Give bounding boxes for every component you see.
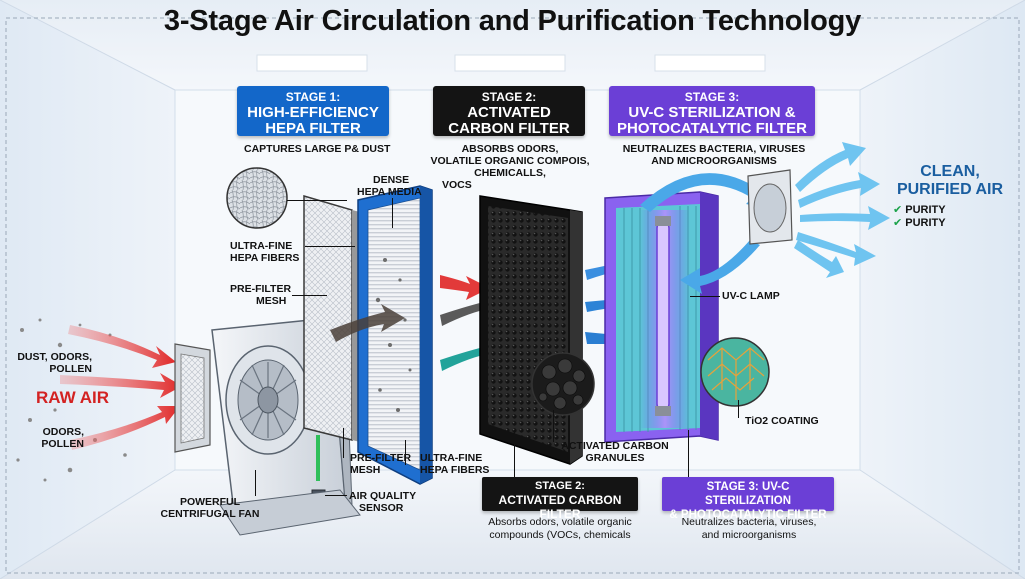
ultrafine-fibers-label: ULTRA-FINE HEPA FIBERS — [230, 240, 299, 264]
callout-text: PRE-FILTER — [230, 283, 292, 295]
stage2-number: STAGE 2: — [481, 90, 537, 104]
checkmark-icon: ✔ — [893, 217, 903, 229]
clean-air-line: CLEAN, — [920, 163, 980, 180]
bottom-stage3-line1: STAGE 3: UV-C STERILIZATION — [704, 481, 792, 507]
bottom-stage2-box: STAGE 2: ACTIVATED CARBON FILTER — [482, 477, 638, 521]
callout-text: MESH — [256, 295, 287, 307]
carbon-granules-label: ACTIVATED CARBON GRANULES — [555, 440, 675, 464]
ultrafine-fibers-label-bottom: ULTRA-FINE HEPA FIBERS — [420, 452, 489, 476]
callout-text: SENSOR — [359, 502, 404, 514]
prefilter-mesh-label-bottom: PRE-FILTER MESH — [350, 452, 411, 476]
dense-hepa-label: DENSE HEPA MEDIA — [357, 174, 422, 198]
raw-air-text: POLLEN — [41, 438, 84, 450]
clean-air-checks: ✔ PURITY ✔ PURITY — [893, 204, 946, 230]
desc-line: compounds (VOCs, chemicals — [489, 529, 631, 541]
raw-air-bottom-label: ODORS, POLLEN — [12, 426, 84, 450]
stage3-caption-line: AND MICROORGANISMS — [651, 155, 777, 167]
callout-text: POWERFUL — [179, 496, 241, 508]
bottom-stage2-line1: STAGE 2: — [535, 480, 585, 492]
desc-line: Absorbs odors, volatile organic — [488, 516, 632, 528]
callout-line — [325, 495, 347, 496]
callout-text: AIR QUALITY — [349, 490, 417, 502]
callout-text: MESH — [350, 464, 381, 476]
stage2-header: STAGE 2: ACTIVATED CARBON FILTER — [433, 86, 585, 137]
callout-text: GRANULES — [585, 452, 645, 464]
callout-line — [287, 200, 347, 201]
stage3-header: STAGE 3: UV-C STERILIZATION & PHOTOCATAL… — [609, 86, 815, 137]
stage3-title-b: PHOTOCATALYTIC FILTER — [617, 120, 807, 137]
check-text: PURITY — [905, 204, 946, 216]
desc-line: and microorganisms — [701, 529, 797, 541]
stage2-caption-line: ABSORBS ODORS, — [461, 143, 559, 155]
callout-line — [255, 470, 256, 496]
stage1-number: STAGE 1: — [285, 90, 341, 104]
stage2-caption-line: CHEMICALLS, — [474, 167, 546, 179]
raw-air-arrows — [60, 325, 182, 450]
stage1-header: STAGE 1: HIGH-EFFICIENCY HEPA FILTER — [237, 86, 389, 137]
callout-line — [738, 400, 739, 418]
stage1-caption: CAPTURES LARGE P& DUST — [244, 143, 391, 155]
stage1-title-a: HIGH-EFFICIENCY — [247, 104, 379, 121]
callout-line — [688, 430, 689, 478]
bottom-stage2-desc: Absorbs odors, volatile organic compound… — [472, 516, 648, 542]
raw-air-text: DUST, ODORS, — [17, 351, 92, 363]
callout-text: ULTRA-FINE — [420, 452, 483, 464]
stage3-title-a: UV-C STERILIZATION & — [628, 104, 796, 121]
bottom-stage3-box: STAGE 3: UV-C STERILIZATION & PHOTOCATAL… — [662, 477, 834, 521]
stage3-number: STAGE 3: — [684, 90, 740, 104]
callout-text: ACTIVATED CARBON — [561, 440, 669, 452]
stage2-caption-line: VOLATILE ORGANIC COMPOIS, — [430, 155, 590, 167]
tio2-coating-label: TiO2 COATING — [745, 415, 819, 427]
uvc-lamp-label: UV-C LAMP — [722, 290, 780, 302]
stage2-title-a: ACTIVATED — [467, 104, 551, 121]
check-item: ✔ PURITY — [893, 217, 946, 230]
check-item: ✔ PURITY — [893, 204, 946, 217]
callout-line — [392, 198, 393, 228]
stage2-caption: ABSORBS ODORS, VOLATILE ORGANIC COMPOIS,… — [430, 143, 590, 191]
callout-line — [305, 246, 355, 247]
raw-air-top-label: DUST, ODORS, POLLEN — [12, 351, 92, 375]
callout-line — [514, 430, 515, 478]
callout-line — [405, 440, 406, 465]
fan-label: POWERFUL CENTRIFUGAL FAN — [150, 496, 270, 520]
raw-air-text: POLLEN — [49, 363, 92, 375]
stage2-title-b: CARBON FILTER — [448, 120, 570, 137]
checkmark-icon: ✔ — [893, 204, 903, 216]
prefilter-mesh-label: PRE-FILTER MESH — [230, 283, 291, 307]
desc-line: Neutralizes bacteria, viruses, — [681, 516, 817, 528]
callout-line — [292, 295, 327, 296]
bottom-stage2-line2: ACTIVATED CARBON FILTER — [498, 493, 622, 521]
trapped-particles — [375, 258, 412, 412]
callout-text: HEPA FIBERS — [230, 252, 300, 264]
callout-text: DENSE — [373, 174, 410, 186]
callout-text: CENTRIFUGAL FAN — [160, 508, 260, 520]
page-title: 3-Stage Air Circulation and Purification… — [163, 5, 862, 37]
callout-line — [343, 428, 344, 458]
clean-air-heading: CLEAN, PURIFIED AIR — [890, 163, 1010, 199]
check-text: PURITY — [905, 217, 946, 229]
callout-line — [553, 410, 554, 442]
raw-air-text: ODORS, — [42, 426, 84, 438]
air-quality-sensor-label: AIR QUALITY SENSOR — [349, 490, 416, 514]
raw-air-label: RAW AIR — [36, 388, 110, 407]
stage3-caption: NEUTRALIZES BACTERIA, VIRUSES AND MICROO… — [604, 143, 824, 167]
callout-line — [690, 296, 720, 297]
bottom-stage3-desc: Neutralizes bacteria, viruses, and micro… — [664, 516, 834, 542]
stage2-caption-line: VOCs — [442, 179, 472, 191]
stage3-caption-line: NEUTRALIZES BACTERIA, VIRUSES — [622, 143, 806, 155]
stage1-title-b: HEPA FILTER — [265, 120, 361, 137]
callout-text: ULTRA-FINE — [230, 240, 293, 252]
callout-text: HEPA MEDIA — [357, 186, 422, 198]
clean-air-line: PURIFIED AIR — [896, 181, 1004, 198]
bottom-stage3-line2: & PHOTOCATALYTIC FILTER — [669, 509, 827, 521]
callout-text: HEPA FIBERS — [420, 464, 490, 476]
callout-text: PRE-FILTER — [350, 452, 412, 464]
